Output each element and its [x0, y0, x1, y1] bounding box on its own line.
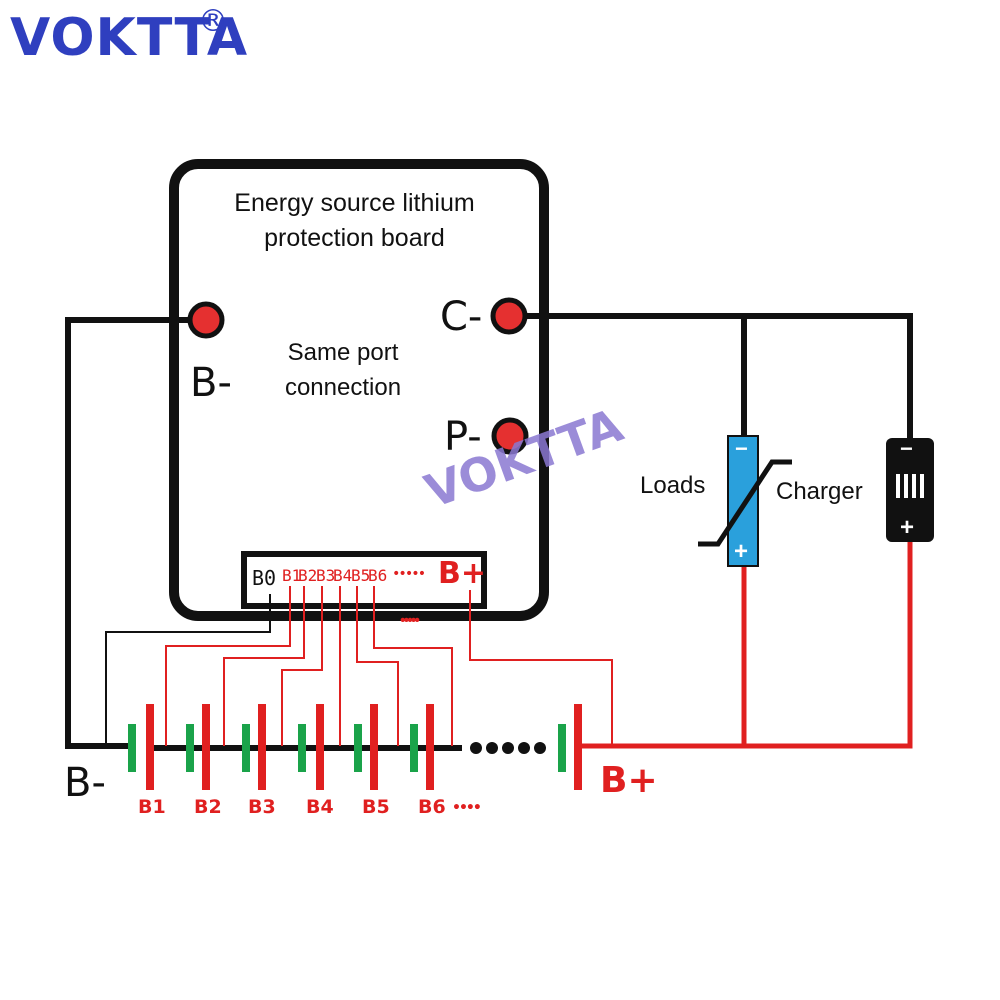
b-plus-sense-wire: [469, 590, 613, 746]
charger-plus-sign: +: [900, 514, 915, 541]
pin-b2: B2: [298, 566, 318, 585]
cell-b6-plus: [426, 704, 434, 790]
b-minus-wire: [65, 317, 205, 749]
connector-more-dots: •••••: [400, 612, 420, 629]
board-b-minus-label: B-: [190, 360, 232, 406]
pin-b3: B3: [316, 566, 336, 585]
pin-b1: B1: [282, 566, 302, 585]
pin-ellipsis: •••••: [392, 566, 426, 582]
port-note: Same port connection: [248, 335, 438, 405]
cell-b5: [354, 724, 362, 772]
cell-label-b3: B3: [248, 796, 276, 818]
charger-body: [886, 438, 934, 542]
board-title-line-1: Energy source lithium: [234, 189, 475, 217]
loads-plus-sign: +: [734, 538, 749, 565]
b6-sense-wire: [373, 586, 453, 746]
b1-sense-wire: [165, 586, 291, 746]
battery-cells: [128, 704, 582, 790]
b-plus-bus-wire: [582, 540, 913, 749]
loads-body: [727, 435, 759, 567]
protection-board: [169, 159, 549, 621]
b2-sense-wire: [223, 586, 305, 746]
b0-sense-wire: [105, 594, 271, 746]
pin-b6: B6: [368, 566, 388, 585]
board-title-line-2: protection board: [264, 224, 445, 252]
cell-b2-plus: [202, 704, 210, 790]
red-wires: [582, 540, 913, 749]
b3-sense-wire: [281, 586, 323, 746]
registered-mark: ®: [198, 4, 228, 39]
cell-b1-plus: [146, 704, 154, 790]
c-minus-label: C-: [440, 294, 483, 340]
port-note-line-1: Same port: [287, 339, 399, 366]
cell-b5-plus: [370, 704, 378, 790]
battery-b-plus-label: B+: [600, 760, 658, 801]
c-minus-terminal: [490, 297, 528, 335]
b-minus-terminal: [187, 301, 225, 339]
cell-last-plus: [574, 704, 582, 790]
cell-last: [558, 724, 566, 772]
pin-b5: B5: [351, 566, 371, 585]
p-minus-label: P-: [444, 414, 482, 460]
battery-b-minus-label: B-: [64, 760, 106, 806]
cell-b3: [242, 724, 250, 772]
cell-label-b5: B5: [362, 796, 390, 818]
balance-sense-wires: [165, 586, 613, 746]
brand-logo: VOKTTA: [10, 8, 249, 68]
c-minus-wire: [510, 313, 913, 440]
p-minus-terminal: [491, 417, 529, 455]
cell-label-b2: B2: [194, 796, 222, 818]
cell-b1: [128, 724, 136, 772]
charger-label: Charger: [776, 478, 863, 505]
cell-label-b6: B6: [418, 796, 446, 818]
cell-b2: [186, 724, 194, 772]
cell-b4-plus: [316, 704, 324, 790]
balance-connector: [241, 551, 487, 609]
loads-minus-sign: −: [735, 436, 748, 461]
cell-label-b1: B1: [138, 796, 166, 818]
port-note-line-2: connection: [284, 374, 402, 401]
cell-label-b4: B4: [306, 796, 334, 818]
pin-b0: B0: [252, 566, 277, 590]
charger-grille: [896, 474, 924, 498]
cell-b6: [410, 724, 418, 772]
loads-label: Loads: [640, 472, 706, 499]
loads-resistor-symbol: [698, 459, 792, 547]
board-title: Energy source lithium protection board: [182, 186, 527, 256]
cell-label-more: ••••: [452, 800, 482, 816]
cell-b3-plus: [258, 704, 266, 790]
cell-chain-dots: [470, 742, 546, 754]
connector-b-plus-label: B+: [438, 556, 487, 591]
cell-b4: [298, 724, 306, 772]
b5-sense-wire: [356, 586, 399, 746]
pin-b4: B4: [333, 566, 353, 585]
charger-minus-sign: −: [900, 436, 913, 461]
